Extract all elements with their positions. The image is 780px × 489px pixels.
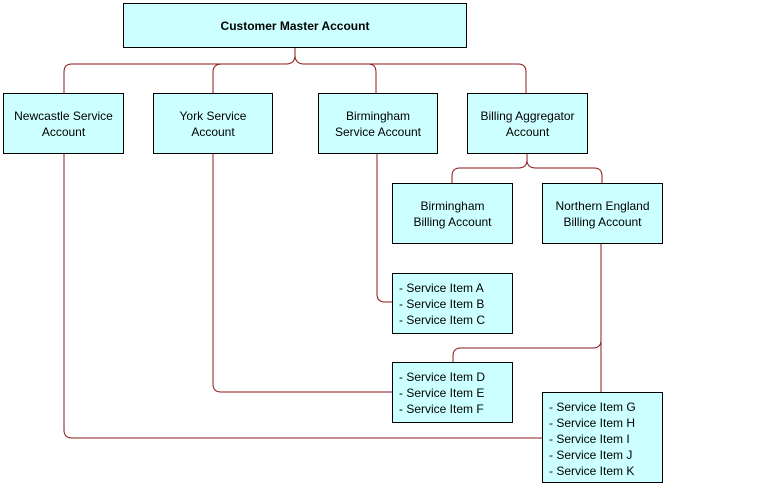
connector-root-york (212, 63, 223, 94)
york-service-account-label: York Service Account (179, 108, 247, 139)
newcastle-service-account-label: Newcastle Service Account (14, 108, 113, 139)
service-item-d: - Service Item D (399, 370, 486, 384)
service-items-ghijk-node[interactable]: - Service Item G - Service Item H - Serv… (542, 392, 663, 483)
connector-aggregator-right (526, 159, 603, 183)
service-items-def-list: - Service Item D - Service Item E - Serv… (399, 369, 485, 417)
connector-newcastle-items (63, 154, 543, 439)
service-item-h: - Service Item H (549, 416, 636, 430)
northern-england-billing-account-node[interactable]: Northern England Billing Account (542, 183, 663, 244)
service-item-j: - Service Item J (549, 448, 633, 462)
york-service-account-node[interactable]: York Service Account (153, 93, 273, 154)
customer-master-account-label: Customer Master Account (220, 18, 370, 33)
birmingham-billing-account-label: Birmingham Billing Account (413, 198, 492, 229)
billing-aggregator-account-node[interactable]: Billing Aggregator Account (467, 93, 588, 154)
newcastle-service-account-node[interactable]: Newcastle Service Account (3, 93, 124, 154)
service-items-ghijk-list: - Service Item G - Service Item H - Serv… (549, 399, 636, 479)
northern-england-billing-account-label: Northern England Billing Account (555, 198, 650, 229)
service-item-f: - Service Item F (399, 402, 484, 416)
service-items-def-node[interactable]: - Service Item D - Service Item E - Serv… (392, 362, 513, 423)
service-item-i: - Service Item I (549, 432, 630, 446)
customer-master-account-node[interactable]: Customer Master Account (123, 3, 467, 48)
billing-aggregator-account-label: Billing Aggregator Account (480, 108, 575, 139)
service-items-abc-node[interactable]: - Service Item A - Service Item B - Serv… (392, 273, 513, 334)
connector-root-trunk (63, 48, 296, 94)
service-item-a: - Service Item A (399, 281, 484, 295)
service-item-k: - Service Item K (549, 464, 635, 478)
connector-york-items (212, 154, 393, 393)
connector-root-right (294, 54, 527, 94)
service-item-c: - Service Item C (399, 313, 486, 327)
birmingham-billing-account-node[interactable]: Birmingham Billing Account (392, 183, 513, 244)
connector-birmingham-items (376, 154, 393, 303)
birmingham-service-account-label: Birmingham Service Account (334, 108, 422, 139)
connector-root-birmingham (367, 63, 377, 94)
service-items-abc-list: - Service Item A - Service Item B - Serv… (399, 280, 485, 328)
connector-aggregator-trunk (451, 154, 528, 183)
birmingham-service-account-node[interactable]: Birmingham Service Account (318, 93, 438, 154)
service-item-g: - Service Item G (549, 400, 636, 414)
service-item-b: - Service Item B (399, 297, 485, 311)
service-item-e: - Service Item E (399, 386, 485, 400)
